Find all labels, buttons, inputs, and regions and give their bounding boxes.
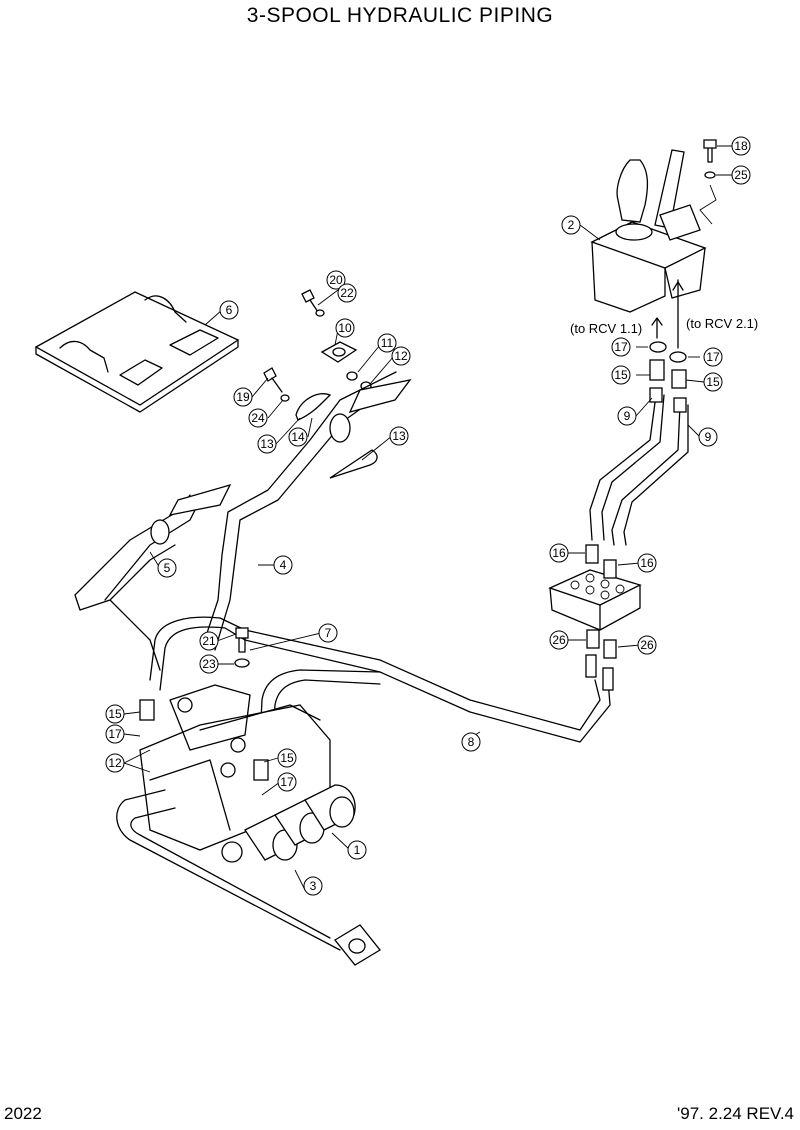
pipe-4-5 bbox=[74, 371, 412, 671]
callouts: 18 25 2 6 20 22 10 11 12 19 24 14 13 13 … bbox=[105, 136, 751, 896]
svg-text:7: 7 bbox=[325, 626, 332, 640]
callout-17a: 17 bbox=[611, 337, 631, 357]
svg-text:15: 15 bbox=[280, 751, 294, 765]
page-number: 2022 bbox=[4, 1104, 42, 1123]
callout-4: 4 bbox=[273, 555, 293, 575]
svg-text:22: 22 bbox=[340, 286, 354, 300]
callout-19: 19 bbox=[233, 387, 253, 407]
callout-24: 24 bbox=[248, 408, 268, 428]
svg-text:24: 24 bbox=[251, 411, 265, 425]
return-pipe bbox=[116, 789, 381, 966]
svg-text:3: 3 bbox=[310, 879, 317, 893]
callout-15d: 15 bbox=[277, 748, 297, 768]
callout-8: 8 bbox=[461, 732, 481, 752]
svg-text:20: 20 bbox=[329, 273, 343, 287]
svg-text:17: 17 bbox=[108, 727, 122, 741]
callout-3: 3 bbox=[303, 876, 323, 896]
callout-1: 1 bbox=[347, 840, 367, 860]
callout-12b: 12 bbox=[105, 753, 125, 773]
revision-date: '97. 2.24 REV.4 bbox=[677, 1104, 794, 1123]
svg-text:14: 14 bbox=[291, 430, 305, 444]
callout-16a: 16 bbox=[549, 543, 569, 563]
callout-13b: 13 bbox=[389, 426, 409, 446]
hose-7-8 bbox=[149, 616, 611, 746]
callout-15c: 15 bbox=[105, 704, 125, 724]
flange-parts bbox=[301, 289, 372, 391]
svg-text:9: 9 bbox=[705, 430, 712, 444]
callout-7: 7 bbox=[318, 623, 338, 643]
svg-text:13: 13 bbox=[260, 437, 274, 451]
manifold-block bbox=[548, 544, 642, 691]
svg-text:4: 4 bbox=[280, 558, 287, 572]
callout-20: 20 bbox=[326, 270, 346, 290]
callout-11: 11 bbox=[377, 333, 397, 353]
svg-text:16: 16 bbox=[640, 556, 654, 570]
hose-9 bbox=[589, 394, 689, 546]
svg-text:11: 11 bbox=[381, 336, 394, 350]
svg-text:10: 10 bbox=[338, 321, 352, 335]
callout-16b: 16 bbox=[637, 553, 657, 573]
svg-text:19: 19 bbox=[236, 390, 250, 404]
callout-6: 6 bbox=[219, 300, 239, 320]
svg-text:2: 2 bbox=[568, 218, 575, 232]
spool-caps bbox=[244, 784, 356, 861]
callout-17c: 17 bbox=[105, 724, 125, 744]
callout-26b: 26 bbox=[637, 635, 657, 655]
svg-text:9: 9 bbox=[624, 409, 631, 423]
svg-text:17: 17 bbox=[614, 340, 628, 354]
svg-text:13: 13 bbox=[392, 429, 406, 443]
svg-text:12: 12 bbox=[108, 756, 122, 770]
svg-text:26: 26 bbox=[640, 638, 654, 652]
note-to-rcv-2: (to RCV 2.1) bbox=[686, 316, 758, 331]
clamp-parts bbox=[263, 367, 378, 479]
callout-9b: 9 bbox=[698, 427, 718, 447]
rcv-joystick bbox=[590, 149, 707, 313]
svg-text:16: 16 bbox=[552, 546, 566, 560]
callout-14: 14 bbox=[288, 427, 308, 447]
callout-17b: 17 bbox=[703, 347, 723, 367]
svg-text:17: 17 bbox=[706, 350, 720, 364]
callout-10: 10 bbox=[335, 318, 355, 338]
rcv-fittings bbox=[649, 279, 687, 413]
svg-text:15: 15 bbox=[108, 707, 122, 721]
svg-text:12: 12 bbox=[394, 349, 408, 363]
svg-text:18: 18 bbox=[734, 139, 748, 153]
svg-text:6: 6 bbox=[226, 303, 233, 317]
svg-text:23: 23 bbox=[202, 657, 216, 671]
callout-21: 21 bbox=[199, 631, 219, 651]
callout-13a: 13 bbox=[257, 434, 277, 454]
callout-15a: 15 bbox=[611, 365, 631, 385]
page-title: 3-SPOOL HYDRAULIC PIPING bbox=[246, 4, 554, 27]
callout-2: 2 bbox=[561, 215, 581, 235]
svg-text:15: 15 bbox=[614, 368, 628, 382]
svg-text:25: 25 bbox=[734, 168, 748, 182]
svg-text:5: 5 bbox=[164, 561, 171, 575]
callout-23: 23 bbox=[199, 654, 219, 674]
svg-text:8: 8 bbox=[468, 735, 475, 749]
svg-text:26: 26 bbox=[552, 633, 566, 647]
callout-17d: 17 bbox=[277, 772, 297, 792]
main-control-valve bbox=[139, 684, 356, 863]
callout-22: 22 bbox=[337, 283, 357, 303]
callout-18: 18 bbox=[731, 136, 751, 156]
callout-15b: 15 bbox=[703, 372, 723, 392]
callout-25: 25 bbox=[731, 165, 751, 185]
bolt-21 bbox=[234, 627, 250, 668]
callout-5: 5 bbox=[157, 558, 177, 578]
callout-26a: 26 bbox=[549, 630, 569, 650]
floor-plate bbox=[34, 291, 240, 413]
bolt-18 bbox=[699, 139, 717, 225]
svg-text:21: 21 bbox=[202, 634, 216, 648]
callout-12a: 12 bbox=[391, 346, 411, 366]
note-to-rcv-1: (to RCV 1.1) bbox=[570, 321, 642, 336]
svg-text:1: 1 bbox=[354, 843, 361, 857]
svg-text:17: 17 bbox=[280, 775, 294, 789]
callout-9a: 9 bbox=[617, 406, 637, 426]
svg-text:15: 15 bbox=[706, 375, 720, 389]
